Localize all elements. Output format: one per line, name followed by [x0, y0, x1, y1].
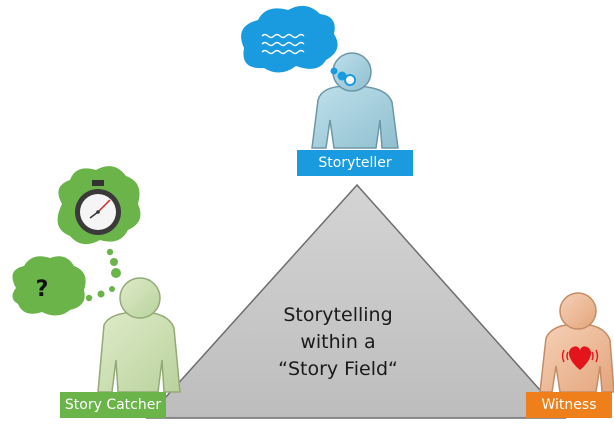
- storyteller-thought-bubble: [241, 5, 356, 86]
- question-thought-bubble: ?: [12, 256, 86, 316]
- story-catcher-label: Story Catcher: [60, 392, 166, 418]
- story-field-caption: Storytelling within a “Story Field“: [268, 302, 408, 383]
- heart-icon: [561, 346, 599, 370]
- story-field-triangle: [145, 183, 567, 419]
- catcher-thought-dots: [85, 248, 121, 302]
- story-catcher-figure: [97, 277, 181, 393]
- speech-wave-lines-icon: [261, 33, 305, 55]
- caption-line-2: within a: [300, 331, 376, 353]
- stopwatch-thought-bubble: [57, 166, 141, 245]
- storyteller-label: Storyteller: [297, 150, 413, 176]
- storyteller-figure: [311, 52, 399, 149]
- stopwatch-icon: [75, 180, 121, 235]
- caption-line-1: Storytelling: [283, 304, 393, 326]
- caption-line-3: “Story Field“: [278, 358, 398, 380]
- witness-figure: [539, 292, 614, 393]
- question-mark-icon: ?: [36, 277, 49, 302]
- witness-label: Witness: [526, 392, 612, 418]
